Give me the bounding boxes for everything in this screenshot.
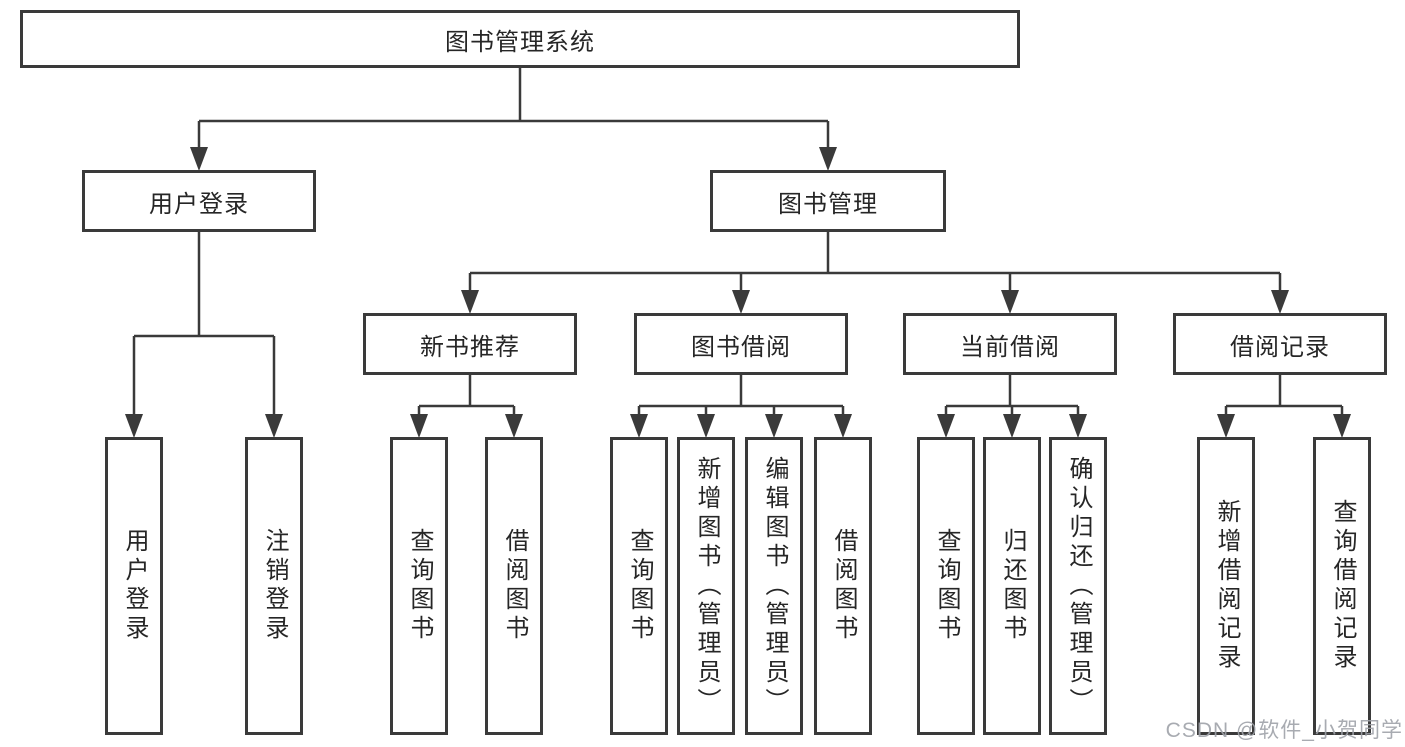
leaf-query-books-current: 查询图书: [917, 437, 975, 735]
node-borrowing-records: 借阅记录: [1173, 313, 1387, 375]
leaf-edit-books-admin: 编辑图书（管理员）: [745, 437, 803, 735]
leaf-add-borrow-record: 新增借阅记录: [1197, 437, 1255, 735]
leaf-confirm-return-admin-label: 确认归还（管理员）: [1065, 455, 1092, 717]
leaf-user-login: 用户登录: [105, 437, 163, 735]
node-current-borrowing: 当前借阅: [903, 313, 1117, 375]
csdn-watermark: CSDN @软件_小贺同学: [1165, 719, 1403, 742]
leaf-add-borrow-record-label: 新增借阅记录: [1213, 499, 1240, 673]
leaf-edit-books-admin-label: 编辑图书（管理员）: [761, 455, 788, 717]
leaf-logout-label: 注销登录: [261, 528, 288, 644]
leaf-return-books: 归还图书: [983, 437, 1041, 735]
node-library-management-system: 图书管理系统: [20, 10, 1020, 68]
leaf-borrow-books-recommend-label: 借阅图书: [501, 528, 528, 644]
leaf-query-borrow-record-label: 查询借阅记录: [1329, 499, 1356, 673]
leaf-add-books-admin: 新增图书（管理员）: [677, 437, 735, 735]
leaf-query-books-borrow-label: 查询图书: [626, 528, 653, 644]
node-user-login: 用户登录: [82, 170, 316, 232]
leaf-confirm-return-admin: 确认归还（管理员）: [1049, 437, 1107, 735]
leaf-borrow-books-label: 借阅图书: [830, 528, 857, 644]
leaf-query-books-recommend: 查询图书: [390, 437, 448, 735]
leaf-query-borrow-record: 查询借阅记录: [1313, 437, 1371, 735]
leaf-logout: 注销登录: [245, 437, 303, 735]
leaf-add-books-admin-label: 新增图书（管理员）: [693, 455, 720, 717]
node-book-management: 图书管理: [710, 170, 946, 232]
leaf-query-books-current-label: 查询图书: [933, 528, 960, 644]
leaf-borrow-books-recommend: 借阅图书: [485, 437, 543, 735]
leaf-borrow-books: 借阅图书: [814, 437, 872, 735]
leaf-query-books-borrow: 查询图书: [610, 437, 668, 735]
node-book-borrowing: 图书借阅: [634, 313, 848, 375]
leaf-return-books-label: 归还图书: [999, 528, 1026, 644]
leaf-user-login-label: 用户登录: [121, 528, 148, 644]
node-new-book-recommendation: 新书推荐: [363, 313, 577, 375]
leaf-query-books-recommend-label: 查询图书: [406, 528, 433, 644]
